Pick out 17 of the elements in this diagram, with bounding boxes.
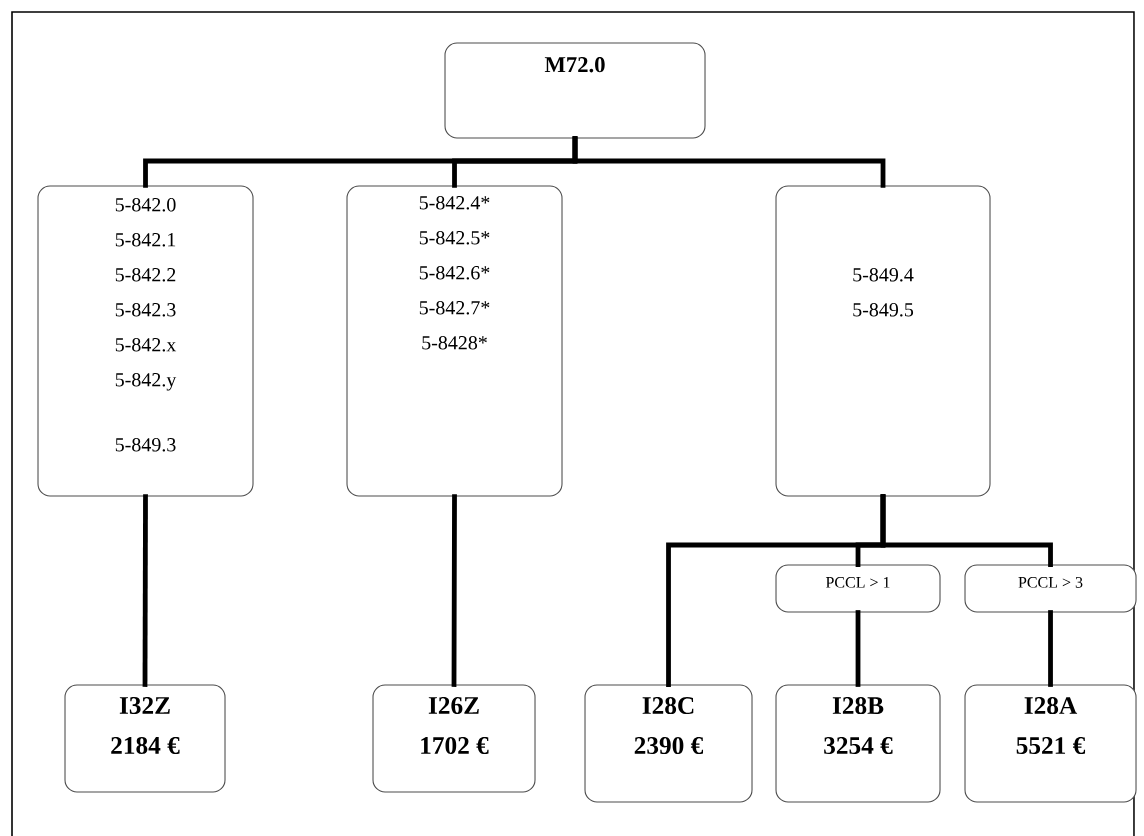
root-box: M72.0: [444, 42, 706, 139]
result-box: I26Z 1702 €: [372, 684, 536, 793]
connector-line: [1048, 610, 1053, 687]
connector-line: [451, 494, 457, 687]
connector-line: [880, 494, 1053, 567]
connector-line: [572, 136, 886, 188]
code-box: 5-842.0 5-842.1 5-842.2 5-842.3 5-842.x 5-842.y 5-849.3: [37, 185, 254, 497]
connector-line: [142, 494, 148, 687]
condition-box: PCCL > 1: [775, 564, 941, 613]
connector-line: [855, 610, 861, 687]
code-box: 5-849.4 5-849.5: [775, 185, 991, 497]
code-box: 5-842.4* 5-842.5* 5-842.6* 5-842.7* 5-8428*: [346, 185, 563, 497]
result-box: I28A 5521 €: [964, 684, 1137, 803]
result-box: I28C 2390 €: [584, 684, 753, 803]
condition-box: PCCL > 3: [964, 564, 1137, 613]
result-box: I32Z 2184 €: [64, 684, 226, 793]
result-box: I28B 3254 €: [775, 684, 941, 803]
